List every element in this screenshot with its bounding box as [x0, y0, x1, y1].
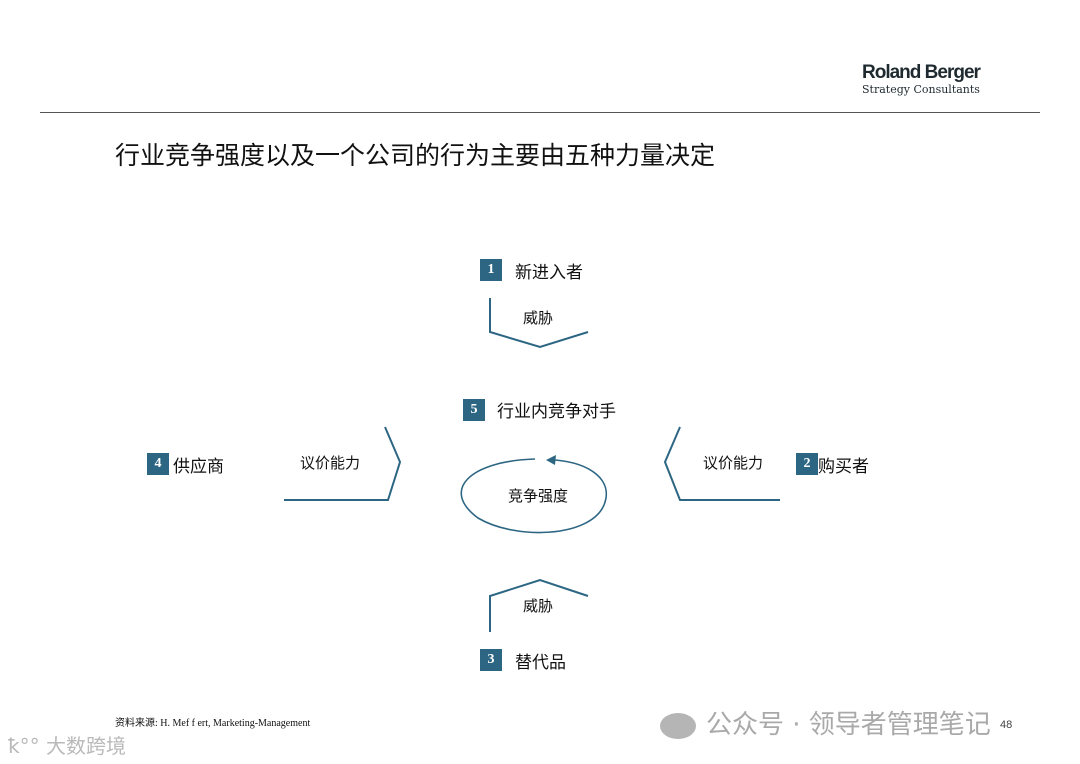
watermark-right-text: 公众号 · 领导者管理笔记 [706, 710, 991, 740]
page-number: 48 [1000, 719, 1013, 731]
force-number-5: 5 [463, 399, 485, 421]
watermark-logo-icon: ꝁ°° [8, 734, 47, 758]
watermark-left-text: 大数跨境 [46, 734, 127, 758]
cycle-arrowhead-icon [546, 455, 556, 465]
center-label: 竞争强度 [508, 487, 569, 505]
arrow-bottom-threat [489, 578, 589, 632]
watermark-left: ꝁ°° 大数跨境 [8, 730, 126, 759]
arrow-label-bottom: 威胁 [523, 597, 554, 615]
force-number-2: 2 [796, 453, 818, 475]
arrow-label-left: 议价能力 [300, 454, 361, 472]
force-label-new-entrants: 新进入者 [515, 263, 583, 283]
force-label-buyers: 购买者 [818, 457, 869, 477]
arrow-top-threat [489, 298, 589, 349]
source-note: 资料来源: H. Mef f ert, Marketing-Management [115, 718, 311, 729]
arrow-left-bargaining [284, 426, 402, 501]
logo-roland-berger: Roland Berger [862, 62, 981, 83]
arrow-label-right: 议价能力 [703, 454, 764, 472]
rivalry-cycle-ellipse [460, 458, 607, 534]
header-divider [40, 112, 1040, 113]
force-number-3: 3 [480, 649, 502, 671]
wechat-icon [660, 712, 696, 739]
force-label-substitutes: 替代品 [515, 653, 566, 673]
slide-title: 行业竞争强度以及一个公司的行为主要由五种力量决定 [115, 141, 716, 170]
force-number-1: 1 [480, 259, 502, 281]
logo-subtitle: Strategy Consultants [862, 83, 980, 96]
arrow-right-bargaining [663, 426, 780, 501]
arrow-label-top: 威胁 [523, 309, 554, 327]
force-label-rivals: 行业内竞争对手 [497, 402, 616, 422]
force-number-4: 4 [147, 453, 169, 475]
watermark-right: 公众号 · 领导者管理笔记 [660, 704, 991, 741]
force-label-suppliers: 供应商 [173, 457, 224, 477]
